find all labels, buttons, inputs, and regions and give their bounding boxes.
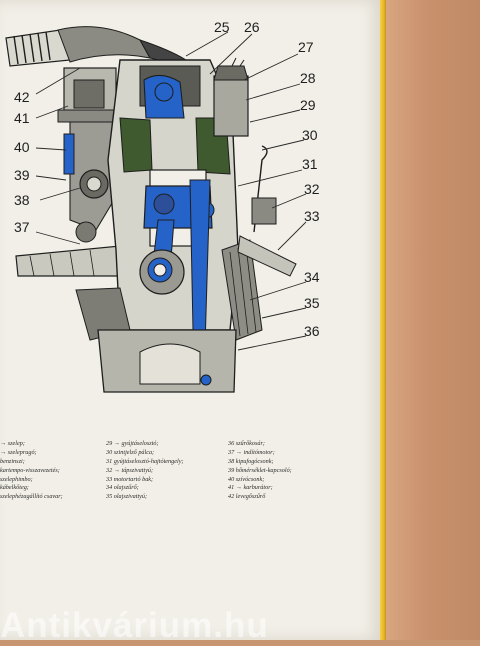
callout-38: 38 [14,192,30,208]
engine-cutaway-illustration: 25 26 27 28 29 30 31 32 33 34 35 36 37 3… [5,19,320,393]
callout-26: 26 [244,19,260,35]
callout-28: 28 [300,70,316,86]
callout-35: 35 [304,295,320,311]
legend-item: 42 levegőszűrő [228,493,266,501]
legend-item: 39 hőmérséklet-kapcsoló; [228,466,292,474]
legend-item: → szeleprugó; [0,448,37,456]
legend-item: 32 → tápszivattyú; [106,466,154,474]
carburetor [57,67,119,123]
legend-item: kartempo-visszavezetés; [0,466,60,474]
legend-item: 29 → gyújtáselosztó; [106,440,159,447]
legend-item: 35 olajszivattyú; [106,493,148,501]
legend-item: 40 szívócsonk; [228,475,265,483]
callout-39: 39 [14,167,30,183]
legend-item: 33 motortartó bak; [106,475,154,483]
callout-37: 37 [14,219,30,235]
callout-34: 34 [304,269,320,285]
callout-27: 27 [298,39,314,55]
legend-column-1: → szelep; → szeleprugó; benzinszi; karte… [0,440,63,502]
callout-41: 41 [14,110,30,126]
legend-item: → szelep; [0,440,25,447]
oil-pan [97,329,237,393]
legend-item: benzinszi; [0,457,25,465]
watermark: Antikvárium.hu [0,606,269,645]
legend-column-2: 29 → gyújtáselosztó; 30 szintjelző pálca… [106,440,184,502]
leader-lines [35,31,307,351]
legend-item: 37 → indítómotor; [228,448,275,456]
legend-item: szelephézagállító csavar; [0,493,63,501]
starter-motor [15,221,125,277]
callout-32: 32 [304,181,320,197]
callout-25: 25 [214,19,230,35]
legend-item: 34 olajszűrő; [106,484,139,492]
distributor [213,57,249,137]
legend-item: 36 szűrőkosár; [228,440,265,447]
callout-30: 30 [302,127,318,143]
callout-40: 40 [14,139,30,155]
callout-42: 42 [14,89,30,105]
legend-item: 30 szintjelző pálca; [106,448,155,456]
table-background [384,0,480,640]
legend-column-3: 36 szűrőkosár; 37 → indítómotor; 38 kipu… [228,440,292,502]
parts-legend: → szelep; → szeleprugó; benzinszi; karte… [0,440,380,510]
dipstick [253,145,268,233]
callout-33: 33 [304,208,320,224]
callout-36: 36 [304,323,320,339]
legend-item: szelephimbo; [0,475,33,483]
fuel-pump [251,197,277,225]
legend-item: kábelkőteg; [0,484,29,492]
callout-29: 29 [300,97,316,113]
legend-item: 31 gyújtáselosztó-hajtótengely; [106,457,184,465]
page-gilt-edge [380,0,386,640]
engine-mount [237,235,297,277]
legend-item: 38 kipufogócsonk; [228,457,274,465]
callout-31: 31 [302,156,318,172]
legend-item: 41 → karburátor; [228,484,273,492]
